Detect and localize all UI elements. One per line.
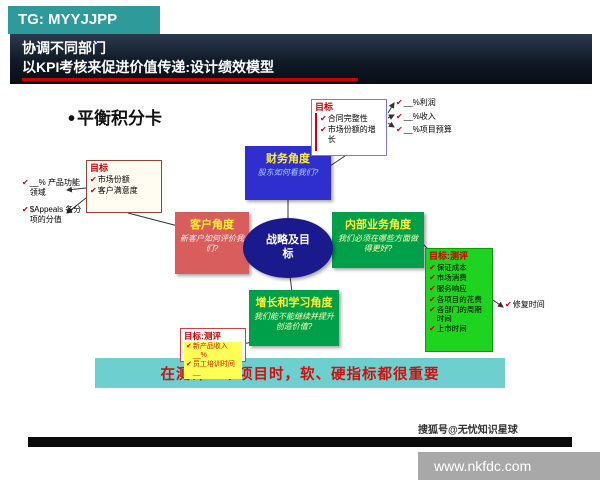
watermark-badge-text: TG: MYYJJPP xyxy=(18,11,118,28)
goals-header: 目标 xyxy=(90,163,109,173)
customer-question: 新客户如何评价我们? xyxy=(180,234,244,253)
bullet-icon: • xyxy=(68,108,76,130)
check-icon: ✔ xyxy=(186,360,192,368)
goal-item: ✔服务响应 xyxy=(429,283,467,293)
measure-item: ✔修复时间 xyxy=(505,300,545,309)
goal-item: ✔市场份额的增长 xyxy=(320,124,376,144)
goals-header: 目标:测评 xyxy=(429,251,468,261)
key-message-banner: 在测评一个项目时，软、硬指标都很重要 xyxy=(95,358,505,388)
check-icon: ✔ xyxy=(429,262,436,272)
check-icon: ✔ xyxy=(90,174,97,184)
measure-item: ✔__% 产品功能领域 xyxy=(22,178,80,197)
financial-perspective-box: 财务角度 股东如何看我们? xyxy=(245,146,331,200)
watermark-badge: TG: MYYJJPP xyxy=(8,6,160,34)
check-icon: ✔ xyxy=(186,343,192,351)
goal-item: ✔各部门的周期时间 xyxy=(429,305,482,324)
strategy-ellipse-label: 战略及目标 xyxy=(266,234,310,260)
goals-header: 目标 xyxy=(315,102,334,112)
header-line1: 协调不同部门 xyxy=(22,40,106,56)
check-icon: ✔ xyxy=(90,185,97,195)
financial-measures: ✔__%利润 ✔__%收入 ✔__%项目预算 xyxy=(396,98,501,139)
goal-item: ✔保证成本 xyxy=(429,262,467,272)
check-icon: ✔ xyxy=(22,205,29,215)
customer-measures: ✔__% 产品功能领域 ✔$Appeals 各分项的分值 xyxy=(22,178,86,232)
financial-question: 股东如何看我们? xyxy=(257,168,319,177)
check-icon: ✔ xyxy=(429,305,436,315)
site-url-box: www.nkfdc.com xyxy=(418,452,600,480)
goal-item: ✔市场份额 xyxy=(90,174,130,184)
growth-goals-box: 目标:测评 ✔新产品收入__% ✔员工培训时间__ xyxy=(180,328,246,380)
customer-goals-box: 目标 ✔市场份额 ✔客户满意度 xyxy=(86,160,162,213)
goal-item: ✔上市时间 xyxy=(429,324,467,334)
goal-item: ✔客户满意度 xyxy=(90,185,138,195)
measure-item: ✔__%收入 xyxy=(396,111,436,121)
internal-perspective-box: 内部业务角度 我们必须在哪些方面做得更好? xyxy=(332,212,424,268)
slide-header: 协调不同部门 以KPI考核来促进价值传递:设计绩效模型 xyxy=(10,34,592,84)
check-icon: ✔ xyxy=(396,98,403,107)
goal-item: ✔员工培训时间__ xyxy=(186,360,235,377)
customer-perspective-box: 客户角度 新客户如何评价我们? xyxy=(175,212,249,274)
page-title: •平衡积分卡 xyxy=(68,104,162,131)
growth-goals-items: ✔新产品收入__% ✔员工培训时间__ xyxy=(184,342,242,380)
red-accent-bar xyxy=(315,113,317,151)
internal-measures: ✔修复时间 xyxy=(505,300,575,312)
goal-item: ✔新产品收入__% xyxy=(186,343,228,359)
check-icon: ✔ xyxy=(396,125,403,135)
financial-goals-box: 目标 ✔合同完整性 ✔市场份额的增长 xyxy=(311,99,387,156)
internal-title: 内部业务角度 xyxy=(345,219,411,231)
check-icon: ✔ xyxy=(429,324,436,334)
measure-item: ✔__%项目预算 xyxy=(396,125,452,135)
goals-header: 目标:测评 xyxy=(184,331,221,341)
check-icon: ✔ xyxy=(429,273,436,283)
strategy-ellipse: 战略及目标 xyxy=(243,218,333,278)
measure-item: ✔__%利润 xyxy=(396,98,436,107)
goal-item: ✔合同完整性 xyxy=(320,113,368,123)
internal-question: 我们必须在哪些方面做得更好? xyxy=(338,234,418,253)
growth-perspective-box: 增长和学习角度 我们能不能继续并提升创造价值? xyxy=(249,290,339,346)
goal-item: ✔市场消费 xyxy=(429,273,467,283)
customer-title: 客户角度 xyxy=(190,219,234,231)
check-icon: ✔ xyxy=(505,300,512,309)
check-icon: ✔ xyxy=(320,124,327,134)
check-icon: ✔ xyxy=(429,283,436,293)
financial-title: 财务角度 xyxy=(266,153,310,165)
check-icon: ✔ xyxy=(320,113,327,123)
watermark-text: 搜狐号@无忧知识星球 xyxy=(418,425,518,436)
measure-item: ✔$Appeals 各分项的分值 xyxy=(22,205,82,224)
growth-title: 增长和学习角度 xyxy=(255,297,333,309)
internal-goals-box: 目标:测评 ✔保证成本 ✔市场消费 ✔服务响应 ✔各项目的花费 ✔各部门的周期时… xyxy=(425,248,493,352)
check-icon: ✔ xyxy=(396,111,403,121)
header-underline xyxy=(22,78,358,82)
header-line2: 以KPI考核来促进价值传递:设计绩效模型 xyxy=(22,59,274,76)
growth-question: 我们能不能继续并提升创造价值? xyxy=(254,312,334,331)
check-icon: ✔ xyxy=(22,178,29,187)
page-title-text: 平衡积分卡 xyxy=(77,109,163,128)
goal-item: ✔各项目的花费 xyxy=(429,294,482,304)
site-url-text: www.nkfdc.com xyxy=(434,458,532,474)
footer-divider-bar xyxy=(28,437,572,447)
check-icon: ✔ xyxy=(429,294,436,304)
